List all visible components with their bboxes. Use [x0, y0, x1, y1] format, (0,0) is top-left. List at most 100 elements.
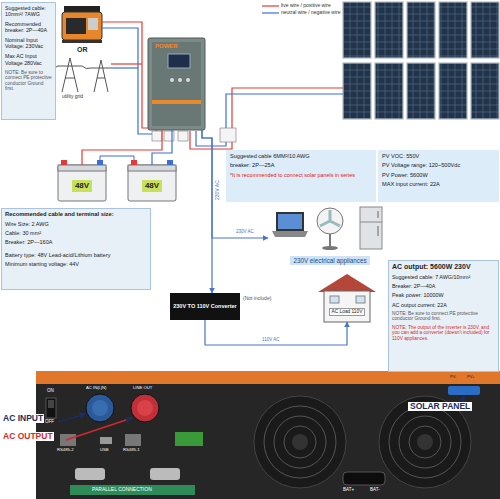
inverter-photo: [399, 416, 451, 468]
node-text: *It is recommended to connect solar pane…: [230, 172, 372, 178]
node-text: MAX input current: 22A: [382, 181, 495, 187]
inverter-photo: [254, 396, 346, 488]
inverter-body: [148, 38, 205, 130]
node-text: Breaker: 2P—160A: [5, 239, 147, 245]
appliance-illustration: [378, 226, 379, 236]
inverter-body: [186, 78, 190, 82]
battery: 48V: [58, 165, 106, 201]
solar-panel-array: [375, 2, 403, 58]
plain-label: PV+: [467, 375, 475, 379]
plain-label: (Not include): [243, 296, 271, 302]
inverter-photo: [92, 400, 108, 416]
converter-box: 230V TO 110V Converter: [170, 293, 240, 320]
generator-illustration: [62, 12, 102, 40]
node-text: AC output current: 22A: [392, 302, 495, 308]
node-text: breaker: 2P—25A: [230, 162, 372, 168]
plain-label: RS485-2: [57, 448, 74, 453]
plain-label: USB: [100, 448, 109, 453]
inverter-photo: [137, 400, 153, 416]
plain-label: LINE OUT: [133, 386, 152, 391]
node-text: Recommended breaker: 2P—40A: [5, 21, 52, 33]
utility-pylon: [58, 58, 82, 92]
solar-panel-array: [471, 2, 499, 58]
house-illustration: [318, 274, 376, 292]
inverter-photo: [100, 437, 112, 444]
inverter-body: [170, 78, 174, 82]
spec-box: PV VOC: 550VPV Voltage range: 120~500Vdc…: [378, 150, 499, 202]
wire-connector: [152, 130, 172, 165]
battery-body: [61, 160, 67, 165]
breaker: [178, 131, 188, 141]
solar-panel-array: [375, 63, 403, 119]
house-illustration: [356, 296, 365, 303]
node-text: Wire Size: 2 AWG: [5, 221, 147, 227]
plain-label: AC OUTPUT: [2, 432, 54, 441]
node-text: Suggested cable: 7 AWG/10mm²: [392, 274, 495, 280]
inverter-body: [152, 42, 201, 126]
inverter-body: [178, 78, 182, 82]
edge-label: 230V AC: [215, 180, 221, 200]
inverter-photo: [284, 426, 316, 458]
inverter-photo: [389, 406, 461, 478]
inverter-photo: [131, 394, 159, 422]
node-text: Minimum starting voltage: 44V: [5, 261, 147, 267]
battery-body: [128, 165, 176, 171]
breaker: [152, 128, 236, 142]
node-text: Suggested cable 6MM²/10 AWG: [230, 153, 372, 159]
inverter-photo: [36, 371, 500, 385]
ac-input-wire: [111, 67, 138, 68]
inverter-photo: [274, 416, 326, 468]
generator-illustration: [64, 6, 100, 12]
plain-label: BAT+: [343, 488, 354, 493]
wire-connector: [82, 130, 162, 165]
battery-body: [58, 165, 106, 171]
house-illustration: [330, 296, 339, 303]
plain-label: AC IN(L|N): [86, 386, 106, 391]
node-text: Peak power: 10000W: [392, 292, 495, 298]
leader-arrow: [58, 414, 86, 422]
appliance-illustration: [272, 231, 308, 237]
node-text: Breaker: 2P—40A: [392, 283, 495, 289]
node-text: NOTE: Be sure to connect PE protective c…: [5, 70, 52, 92]
leader-arrow: [462, 396, 464, 401]
breaker: [164, 131, 174, 141]
legend-line-samples: [262, 12, 279, 13]
plain-label: AC INPUT: [2, 414, 44, 423]
utility-pylon: [91, 60, 111, 92]
house-illustration: [318, 274, 376, 322]
appliance-group: 230V electrical appliances: [268, 205, 392, 265]
plain-label: RS485-1: [123, 448, 140, 453]
node-text: PV VOC: 550V: [382, 153, 495, 159]
inverter-photo: [292, 434, 308, 450]
breaker: [220, 128, 236, 142]
legend-text: neutral wire / negative wire: [281, 10, 340, 16]
wire-connector: [202, 130, 212, 293]
node-text: NOTE: Be sure to connect PE protective c…: [392, 311, 495, 322]
inverter-photo: [264, 406, 336, 478]
inverter-photo: [175, 432, 203, 446]
pv-wire: [190, 88, 343, 149]
inverter-photo: [125, 434, 141, 446]
generator-illustration: [88, 18, 98, 30]
inverter-photo: [409, 426, 441, 458]
inverter-photo: [86, 394, 114, 422]
node-text: Battery type: 48V Lead-acid/Lithium batt…: [5, 252, 147, 258]
ac-input-wire: [111, 63, 142, 64]
solar-panel-array: [407, 63, 435, 119]
plain-label: PARALLEL CONNECTION: [92, 487, 152, 493]
node-text: Max AC Input Voltage 280Vac: [5, 53, 52, 65]
node-text: Suggested cable: 10mm²/ 7AWG: [5, 5, 52, 17]
node-text: AC Load 110V: [329, 308, 366, 316]
breaker: [152, 131, 162, 141]
edge-label: 230V AC: [236, 230, 254, 235]
inverter-photo: [75, 468, 105, 480]
inverter-photo: [448, 386, 480, 395]
inverter-body: [168, 54, 190, 68]
inverter: POWER: [148, 38, 205, 130]
battery: 48V: [128, 165, 176, 201]
legend-line-samples: [262, 6, 279, 13]
node-text: Nominal Input Voltage: 230Vac: [5, 37, 52, 49]
battery-body: [58, 156, 176, 201]
appliance-illustration: [322, 246, 338, 250]
